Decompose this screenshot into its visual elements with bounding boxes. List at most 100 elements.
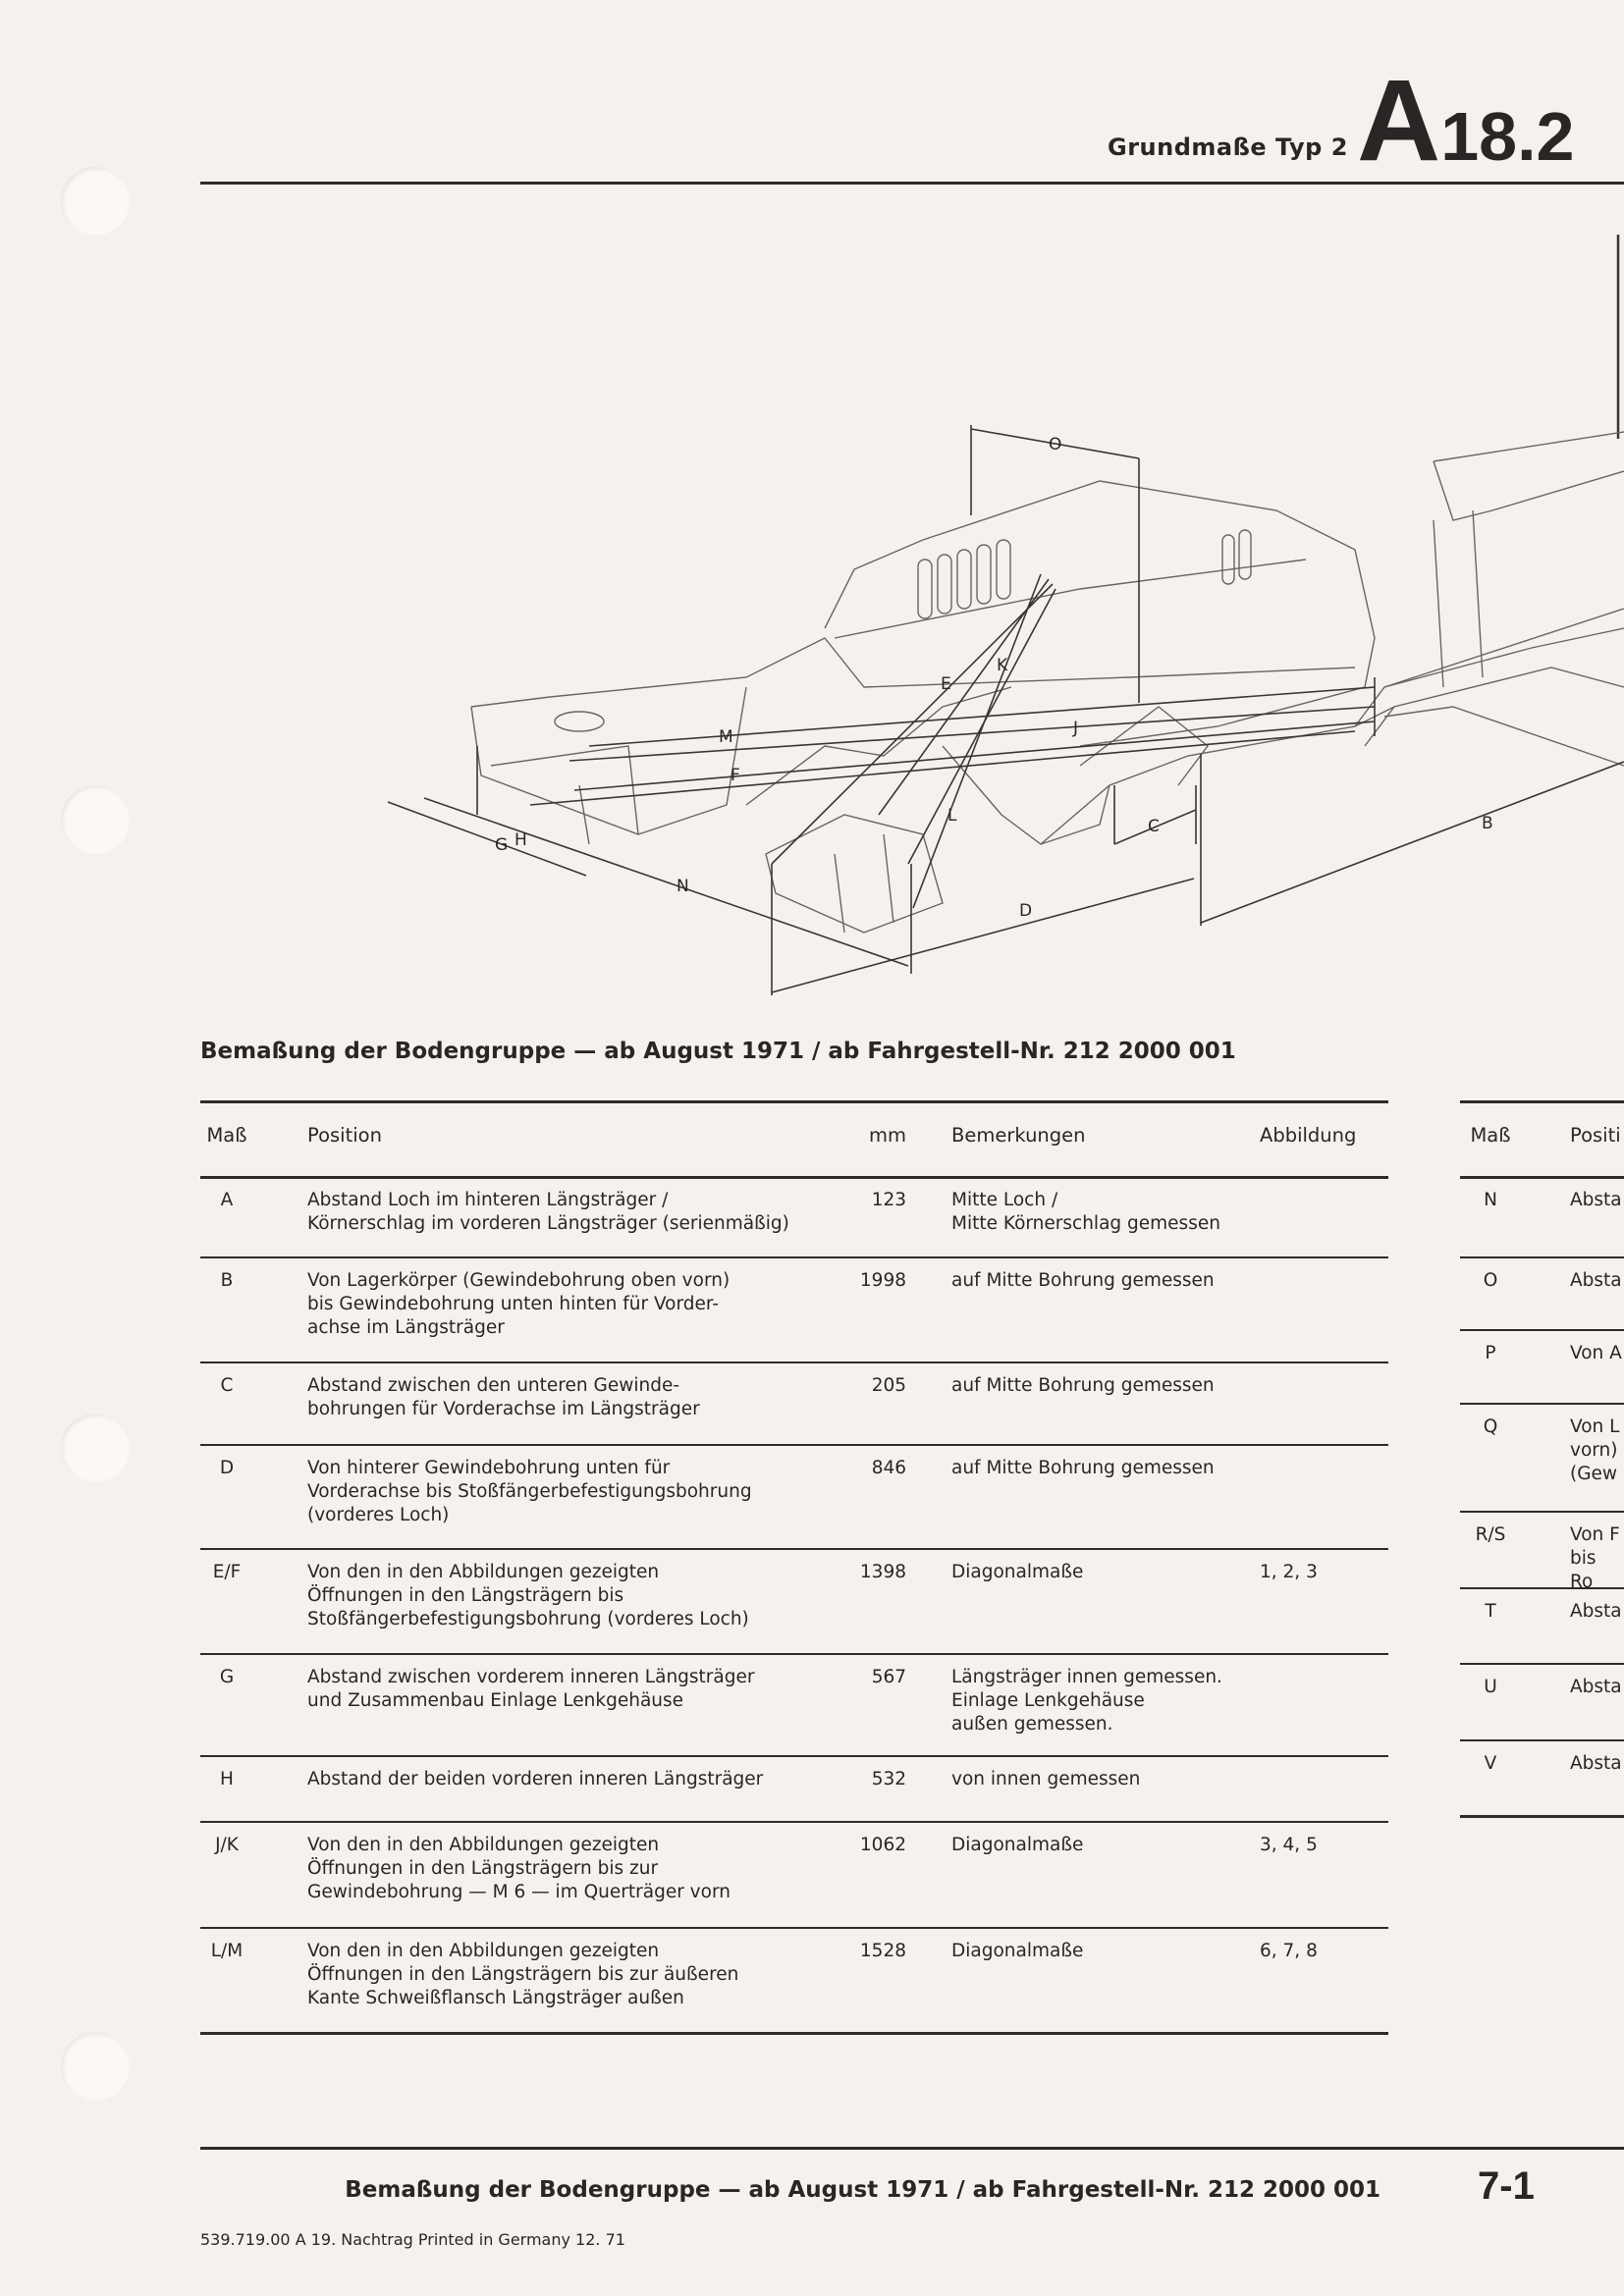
row-position: Von F bis Ro bbox=[1570, 1524, 1620, 1592]
dim-label-o: O bbox=[1049, 435, 1061, 454]
footer-title: Bemaßung der Bodengruppe — ab August 197… bbox=[345, 2177, 1380, 2203]
row-position: Abstand der beiden vorderen inneren Läng… bbox=[307, 1769, 764, 1789]
header-title: Grundmaße Typ 2 bbox=[1108, 133, 1348, 161]
section-letter: A bbox=[1357, 56, 1441, 186]
dim-label-k: K bbox=[997, 656, 1008, 675]
dim-label-l: L bbox=[947, 806, 957, 826]
row-position: Von den in den Abbildungen gezeigten Öff… bbox=[307, 1835, 731, 1902]
header-position: Positi bbox=[1570, 1124, 1621, 1147]
row-divider bbox=[200, 1256, 1388, 1258]
row-divider bbox=[1460, 1403, 1624, 1405]
row-divider bbox=[1460, 1815, 1624, 1818]
row-mass: Q bbox=[1483, 1416, 1498, 1437]
row-divider bbox=[200, 1548, 1388, 1550]
dim-label-c: C bbox=[1148, 817, 1160, 836]
header-position: Position bbox=[307, 1124, 382, 1147]
page-number: 7-1 bbox=[1478, 2164, 1535, 2208]
row-mass: E/F bbox=[212, 1562, 242, 1582]
header-mm: mm bbox=[869, 1124, 906, 1147]
row-divider bbox=[200, 1755, 1388, 1757]
openings bbox=[554, 529, 1252, 732]
row-remarks: auf Mitte Bohrung gemessen bbox=[951, 1270, 1215, 1291]
row-remarks: auf Mitte Bohrung gemessen bbox=[951, 1375, 1215, 1396]
row-mass: D bbox=[219, 1458, 235, 1478]
header-mass: Maß bbox=[206, 1124, 247, 1147]
row-figure: 1, 2, 3 bbox=[1260, 1562, 1318, 1582]
chassis-outline bbox=[470, 431, 1624, 934]
row-mm: 1998 bbox=[859, 1270, 906, 1291]
punch-hole bbox=[61, 2032, 130, 2101]
row-mass: G bbox=[219, 1667, 235, 1687]
row-position: Von den in den Abbildungen gezeigten Öff… bbox=[307, 1941, 739, 2008]
row-mm: 532 bbox=[871, 1769, 906, 1789]
row-mass: J/K bbox=[215, 1835, 239, 1855]
dim-label-e: E bbox=[941, 674, 951, 694]
row-position: Von hinterer Gewindebohrung unten für Vo… bbox=[307, 1458, 752, 1525]
table-caption: Bemaßung der Bodengruppe — ab August 197… bbox=[200, 1039, 1236, 1064]
row-divider bbox=[200, 1821, 1388, 1823]
row-remarks: Mitte Loch / Mitte Körnerschlag gemessen bbox=[951, 1190, 1220, 1234]
row-position: Von Lagerkörper (Gewindebohrung oben vor… bbox=[307, 1270, 731, 1338]
dimension-lines bbox=[387, 425, 1624, 995]
row-mass: C bbox=[220, 1375, 234, 1396]
row-position: Absta bbox=[1570, 1190, 1622, 1210]
row-position: Absta bbox=[1570, 1677, 1622, 1697]
row-mass: B bbox=[220, 1270, 234, 1291]
print-info: 539.719.00 A 19. Nachtrag Printed in Ger… bbox=[200, 2230, 625, 2249]
row-divider bbox=[1460, 1176, 1624, 1179]
dim-label-b: B bbox=[1482, 814, 1493, 833]
floor-group-diagram: O E K J M F G H N L C D B bbox=[387, 235, 1624, 995]
dim-label-f: F bbox=[731, 766, 740, 785]
row-divider bbox=[200, 1444, 1388, 1446]
row-mass: A bbox=[220, 1190, 234, 1210]
dim-label-g: G bbox=[495, 835, 508, 855]
row-mass: L/M bbox=[210, 1941, 244, 1961]
row-divider bbox=[1460, 1587, 1624, 1589]
row-mass: R/S bbox=[1475, 1524, 1506, 1545]
row-divider bbox=[200, 1176, 1388, 1179]
row-position: Abstand zwischen den unteren Gewinde- bo… bbox=[307, 1375, 700, 1419]
row-divider bbox=[1460, 1739, 1624, 1741]
row-remarks: von innen gemessen bbox=[951, 1769, 1141, 1789]
header-figure: Abbildung bbox=[1260, 1124, 1357, 1147]
dim-label-j: J bbox=[1072, 719, 1078, 738]
row-position: Abstand zwischen vorderem inneren Längst… bbox=[307, 1667, 755, 1711]
row-mm: 846 bbox=[871, 1458, 906, 1478]
row-mass: O bbox=[1483, 1270, 1498, 1291]
row-mass: U bbox=[1484, 1677, 1497, 1697]
footer-rule bbox=[200, 2147, 1624, 2150]
header-rule bbox=[200, 182, 1624, 185]
row-mass: H bbox=[220, 1769, 234, 1789]
row-position: Absta bbox=[1570, 1601, 1622, 1622]
row-position: Absta bbox=[1570, 1270, 1622, 1291]
row-position: Von L vorn) (Gew bbox=[1570, 1416, 1620, 1484]
row-mass: P bbox=[1485, 1343, 1496, 1363]
row-mm: 123 bbox=[871, 1190, 906, 1210]
row-divider bbox=[1460, 1511, 1624, 1513]
row-position: Abstand Loch im hinteren Längsträger / K… bbox=[307, 1190, 789, 1234]
table-top-rule bbox=[1460, 1100, 1624, 1103]
row-remarks: Diagonalmaße bbox=[951, 1562, 1084, 1582]
row-divider bbox=[1460, 1329, 1624, 1331]
row-divider bbox=[1460, 1256, 1624, 1258]
dim-label-h: H bbox=[514, 830, 527, 850]
row-remarks: Längsträger innen gemessen. Einlage Lenk… bbox=[951, 1667, 1222, 1735]
punch-hole bbox=[61, 785, 130, 854]
punch-hole bbox=[61, 1414, 130, 1482]
row-figure: 6, 7, 8 bbox=[1260, 1941, 1318, 1961]
punch-hole bbox=[61, 167, 130, 236]
header-mass: Maß bbox=[1470, 1124, 1511, 1147]
row-divider bbox=[200, 1362, 1388, 1363]
row-mm: 205 bbox=[871, 1375, 906, 1396]
row-figure: 3, 4, 5 bbox=[1260, 1835, 1318, 1855]
row-mass: N bbox=[1484, 1190, 1497, 1210]
row-divider bbox=[1460, 1663, 1624, 1665]
table-top-rule bbox=[200, 1100, 1388, 1103]
row-divider bbox=[200, 1653, 1388, 1655]
row-position: Von den in den Abbildungen gezeigten Öff… bbox=[307, 1562, 749, 1629]
row-mass: T bbox=[1485, 1601, 1496, 1622]
row-position: Von A bbox=[1570, 1343, 1622, 1363]
dim-label-n: N bbox=[677, 877, 689, 896]
dim-label-d: D bbox=[1019, 901, 1032, 921]
row-position: Absta bbox=[1570, 1753, 1622, 1774]
